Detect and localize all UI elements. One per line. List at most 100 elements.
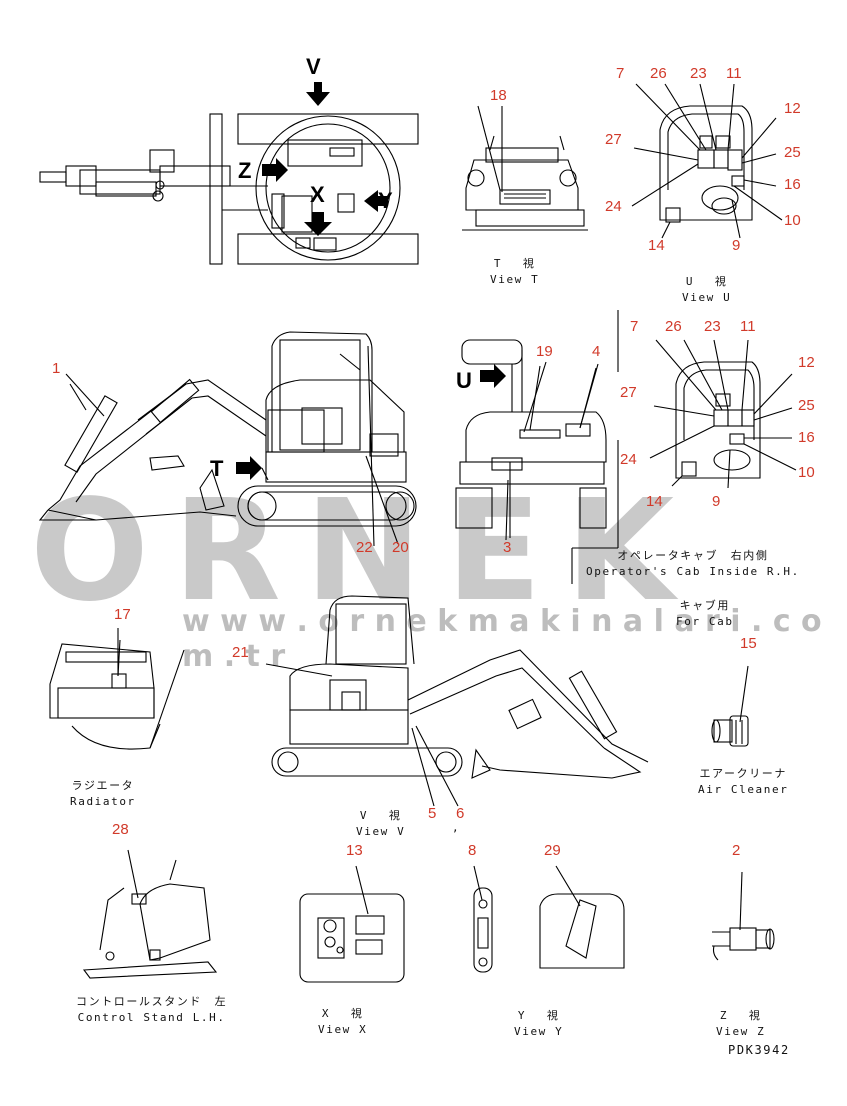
callout-7-rh: 7 [630,318,639,335]
caption-view-t-en: View T [490,272,540,286]
callout-6: 6 [456,805,465,822]
callout-leaders [69,105,597,677]
arrow-label-u: U [456,368,472,393]
caption-view-z: Z 視 View Z [716,1008,765,1040]
callout-comma: , [452,821,461,834]
caption-radiator: ラジエータ Radiator [70,778,136,810]
callout-11-rh: 11 [740,318,756,335]
view-v-machine-drawing [265,595,649,807]
cab-inside-rh-drawing [571,339,797,584]
callout-5: 5 [428,805,437,822]
arrow-label-t: T [210,456,224,481]
caption-view-y-en: View Y [514,1024,564,1038]
callout-15: 15 [740,635,757,652]
caption-view-z-jp: Z 視 [719,1009,762,1022]
caption-view-v: V 視 View V [356,808,405,840]
drawing-code: PDK3942 [728,1043,790,1057]
callout-26: 26 [650,65,667,82]
callout-11: 11 [726,65,742,82]
callout-14: 14 [648,237,665,254]
callout-27: 27 [605,131,622,148]
arrow-label-z: Z [238,158,252,183]
caption-view-t: T 視 View T [490,256,539,288]
callout-25: 25 [784,144,801,161]
callout-25-rh: 25 [798,397,815,414]
arrow-label-v: V [306,54,321,79]
callout-14-rh: 14 [646,493,663,510]
callout-12: 12 [784,100,801,117]
caption-for-cab-en: For Cab [676,614,734,628]
callout-18: 18 [490,87,507,104]
callout-26-rh: 26 [665,318,682,335]
caption-air-cleaner-en: Air Cleaner [698,782,789,796]
view-t-drawing [462,106,588,231]
caption-view-x-en: View X [318,1022,368,1036]
callout-27-rh: 27 [620,384,637,401]
callout-24: 24 [605,198,622,215]
caption-air-cleaner: エアークリーナ Air Cleaner [698,766,788,798]
control-stand-drawing [82,849,218,979]
caption-view-x: X 視 View X [318,1006,367,1038]
callout-10: 10 [784,212,801,229]
air-cleaner-drawing [711,665,749,747]
callout-7: 7 [616,65,625,82]
caption-control-stand: コントロールスタンド 左 Control Stand L.H. [76,994,227,1026]
caption-view-u-jp: U 視 [685,275,728,288]
caption-radiator-en: Radiator [70,794,136,808]
caption-for-cab: キャブ用 For Cab [676,598,734,630]
view-arrows-top [262,82,388,236]
watermark-url: w w w . o r n e k m a k i n a l a r i . … [182,604,822,674]
callout-29: 29 [544,842,561,859]
callout-9-rh: 9 [712,493,721,510]
caption-view-u: U 視 View U [682,274,731,306]
caption-cab-inside-en: Operator's Cab Inside R.H. [586,564,800,578]
machine-top-view [39,113,419,265]
callout-16: 16 [784,176,801,193]
callout-28: 28 [112,821,129,838]
callout-19: 19 [536,343,553,360]
callout-9: 9 [732,237,741,254]
machine-side-view [38,331,417,547]
caption-view-y: Y 視 View Y [514,1008,563,1040]
callout-3: 3 [503,539,512,556]
view-x-drawing [299,865,405,983]
callout-8: 8 [468,842,477,859]
caption-view-x-jp: X 視 [321,1007,364,1020]
arrow-label-x: X [310,182,325,207]
caption-view-v-en: View V [356,824,406,838]
callout-20: 20 [392,539,409,556]
callout-21: 21 [232,644,249,661]
view-u-drawing [631,83,783,239]
caption-control-stand-jp: コントロールスタンド 左 [76,995,228,1008]
callout-17: 17 [114,606,131,623]
callout-23-rh: 23 [704,318,721,335]
callout-10-rh: 10 [798,464,815,481]
caption-for-cab-jp: キャブ用 [679,599,730,612]
caption-view-u-en: View U [682,290,732,304]
caption-control-stand-en: Control Stand L.H. [77,1010,226,1024]
callout-13: 13 [346,842,363,859]
caption-view-t-jp: T 視 [493,257,536,270]
view-arrow-u [480,364,506,388]
view-z-drawing [712,871,775,961]
callout-4: 4 [592,343,601,360]
callout-12-rh: 12 [798,354,815,371]
view-y-drawing [473,865,625,973]
callout-16-rh: 16 [798,429,815,446]
view-arrow-t [236,456,262,480]
caption-cab-inside-jp: オペレータキャブ 右内側 [617,549,769,562]
callout-24-rh: 24 [620,451,637,468]
caption-cab-inside: オペレータキャブ 右内側 Operator's Cab Inside R.H. [586,548,800,580]
caption-radiator-jp: ラジエータ [71,779,135,792]
watermark-brand: ORNEK [30,470,699,633]
callout-1: 1 [52,360,61,377]
caption-view-v-jp: V 視 [359,809,402,822]
machine-front-view [455,310,619,538]
radiator-drawing [49,628,185,750]
callout-2: 2 [732,842,741,859]
caption-view-z-en: View Z [716,1024,766,1038]
arrow-label-y: Y [378,188,393,213]
callout-22: 22 [356,539,373,556]
